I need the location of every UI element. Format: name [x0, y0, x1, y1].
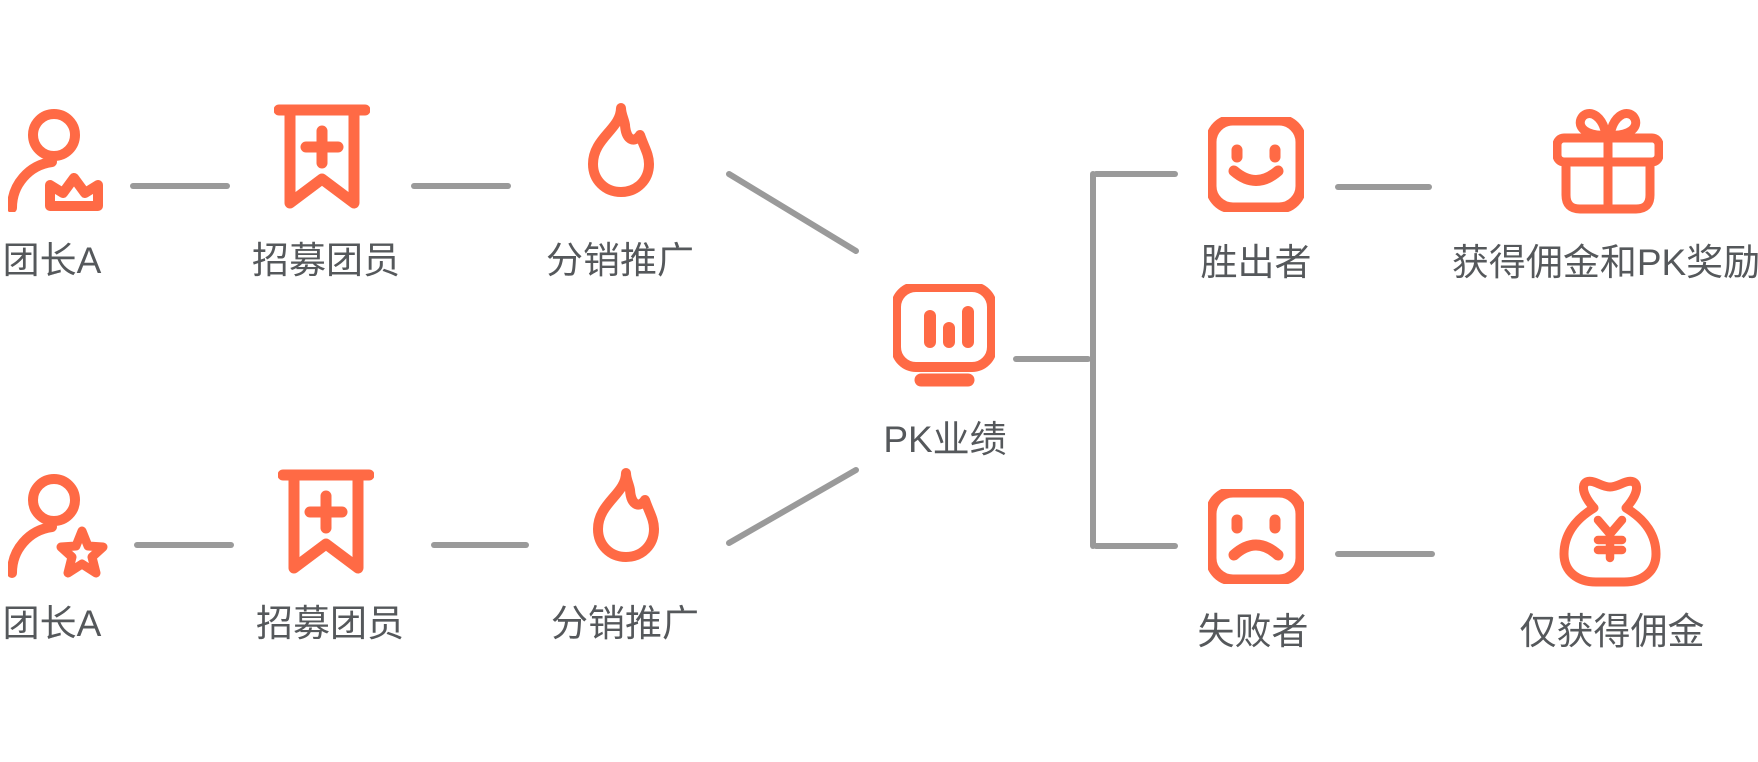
connector-recruit-promote-top: [411, 183, 511, 189]
flame-icon: [572, 101, 668, 207]
branch-top-line: [1093, 171, 1178, 177]
connector-winner-reward: [1335, 184, 1432, 190]
person-star-icon: [8, 467, 108, 579]
node-recruit-bottom-label: 招募团员: [256, 603, 404, 644]
connector-recruit-promote-bottom: [431, 542, 529, 548]
node-loser-reward-label: 仅获得佣金: [1519, 611, 1705, 652]
monitor-chart-icon: [893, 284, 995, 389]
person-crown-icon: [8, 102, 104, 212]
node-loser-label: 失败者: [1197, 611, 1309, 652]
connector-promote-pk-bottom: [726, 467, 859, 546]
branch-bottom-line: [1093, 543, 1178, 549]
connector-pk-branch: [1013, 356, 1091, 362]
node-winner-reward-label: 获得佣金和PK奖励: [1451, 242, 1758, 283]
node-recruit-top-label: 招募团员: [252, 240, 400, 281]
money-bag-icon: [1558, 474, 1662, 587]
node-winner-label: 胜出者: [1200, 242, 1312, 283]
branch-vertical-line: [1090, 171, 1096, 549]
smile-face-icon: [1208, 117, 1304, 212]
sad-face-icon: [1208, 489, 1304, 584]
flame-icon: [577, 466, 673, 572]
connector-loser-reward: [1335, 551, 1435, 557]
gift-icon: [1553, 105, 1663, 215]
node-promote-top-label: 分销推广: [546, 240, 694, 281]
pennant-plus-icon: [274, 99, 370, 212]
connector-leader-recruit-top: [130, 183, 230, 189]
node-leader-a-bottom-label: 团长A: [2, 603, 102, 644]
pennant-plus-icon: [278, 464, 374, 577]
connector-leader-recruit-bottom: [134, 542, 234, 548]
connector-promote-pk-top: [726, 171, 859, 254]
node-pk-performance-label: PK业绩: [883, 419, 1007, 460]
node-leader-a-top-label: 团长A: [2, 240, 102, 281]
node-promote-bottom-label: 分销推广: [551, 603, 699, 644]
